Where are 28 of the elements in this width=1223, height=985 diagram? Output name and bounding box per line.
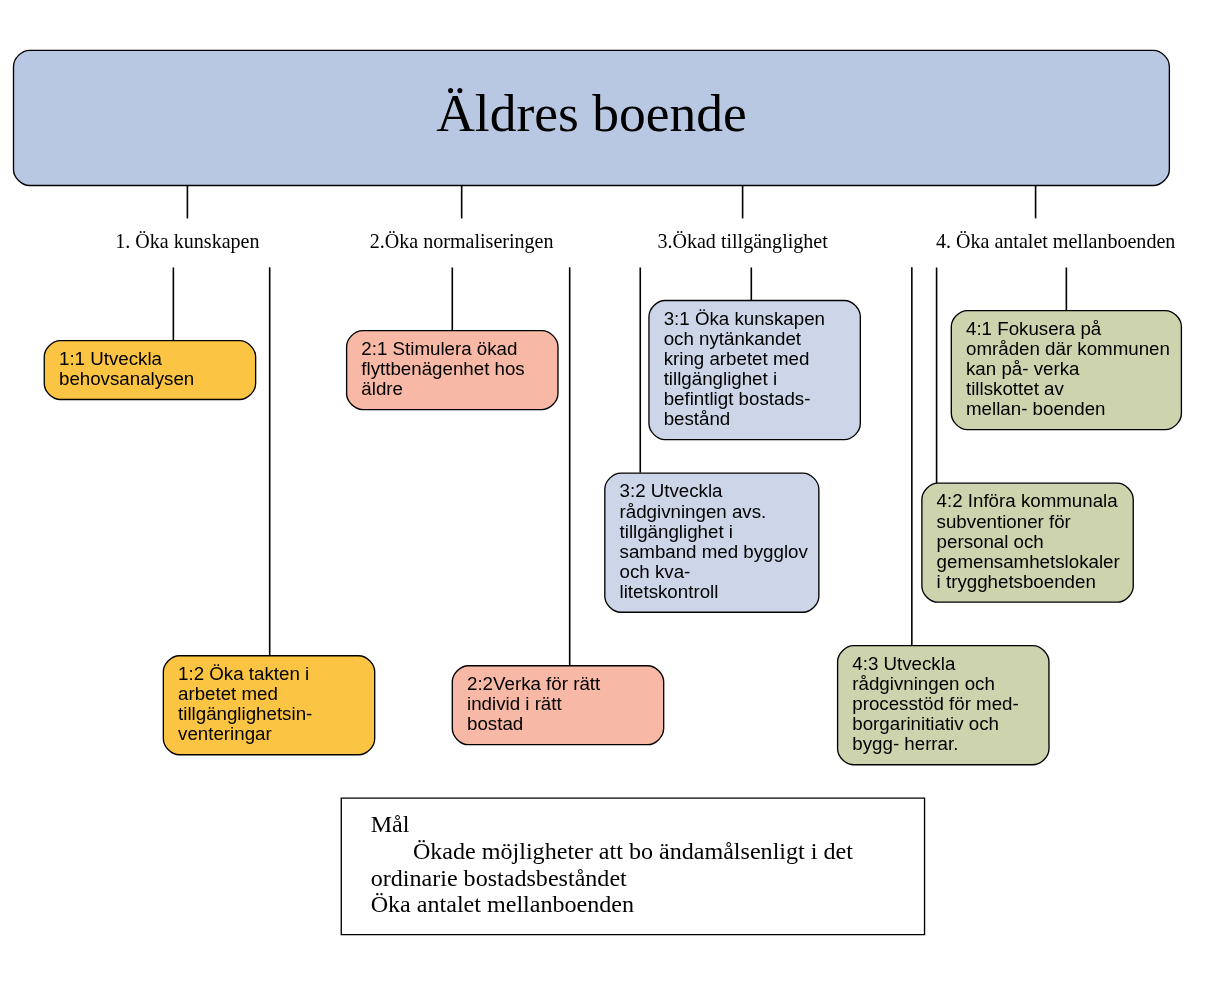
node-box: 1:1 Utveckla behovsanalysen	[43, 340, 257, 401]
connector	[186, 184, 189, 220]
node-box: 4:3 Utveckla rådgivningen och processtöd för med- borgarinitiativ och bygg- herrar.	[836, 645, 1050, 766]
connector	[1034, 184, 1037, 220]
connector	[935, 266, 938, 484]
node-box: 1:2 Öka takten i arbetet med tillgänglighetsin- venteringar	[162, 655, 376, 756]
connector	[741, 184, 744, 220]
node-box: 3:2 Utveckla rådgivningen avs. tillgänglighet i samband med bygglov och kva- litetskontroll	[604, 472, 820, 613]
node-box: 3:1 Öka kunskapen och nytänkandet kring arbetet med tillgänglighet i befintligt bostads- bestånd	[648, 299, 861, 441]
connector	[1065, 266, 1068, 312]
node-box: Äldres boende	[12, 49, 1171, 187]
node-text: 3.Ökad tillgänglighet	[657, 229, 828, 252]
connector	[568, 266, 571, 667]
connector	[911, 266, 913, 647]
node-box: 4:1 Fokusera på områden där kommunen kan på- verka tillskottet av mellan- boenden	[950, 309, 1183, 431]
node-box: 2:2Verka för rätt individ i rätt bostad	[451, 665, 665, 746]
node-box: Mål Ökade möjligheter att bo ändamålsenligt i det ordinarie bostadsbeståndet Öka antalet mellanboenden	[340, 797, 926, 936]
connector	[268, 266, 271, 657]
node-box: 2:1 Stimulera ökad flyttbenägenhet hos äldre	[345, 329, 559, 411]
node-box: 4:2 Införa kommunala subventioner för personal och gemensamhetslokaler i trygghetsboenden	[921, 482, 1134, 603]
connector	[639, 266, 642, 474]
connector	[451, 266, 454, 331]
connector	[172, 266, 175, 342]
node-text: 4. Öka antalet mellanboenden	[935, 229, 1176, 252]
node-text: 1. Öka kunskapen	[115, 229, 260, 252]
connector	[750, 266, 753, 301]
node-text: 2.Öka normaliseringen	[369, 229, 554, 252]
connector	[460, 184, 463, 220]
